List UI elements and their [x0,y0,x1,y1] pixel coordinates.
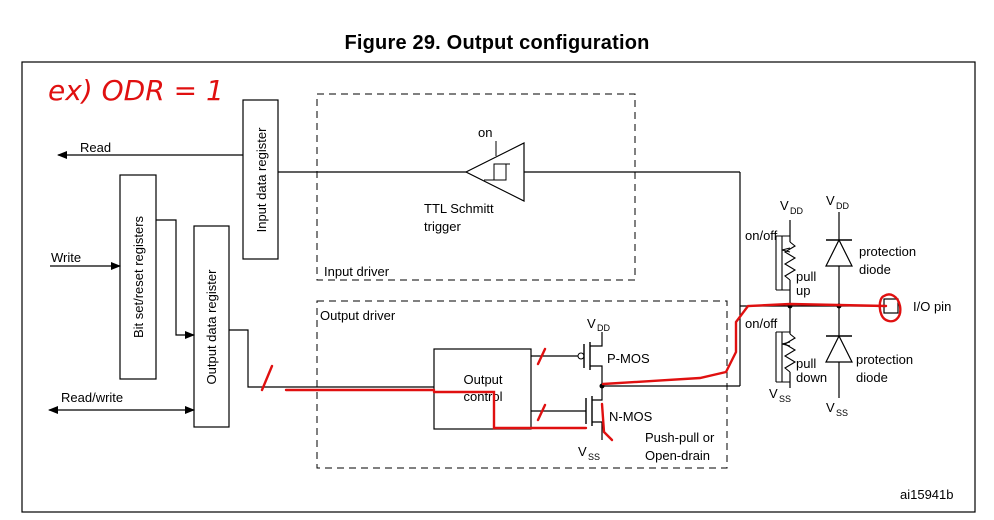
schmitt-label-2: trigger [424,219,462,234]
pulldown-vss-main: V [769,386,778,401]
pulldown-label-2: down [796,370,827,385]
input-data-register [242,99,279,260]
output-control-label-1: Output [463,372,502,387]
hysteresis-icon [484,163,510,181]
pull-down-resistor [775,306,797,388]
read-label: Read [80,140,111,155]
io-pin-label: I/O pin [913,299,951,314]
nmos-label: N-MOS [609,409,653,424]
pmos-vdd-main: V [587,316,596,331]
bsrr-to-odr-wire [156,219,195,339]
red-control-path [432,390,588,430]
nmos-vss-sub: SS [588,452,600,462]
red-tick-nmos [536,403,547,422]
diode-vdd-main: V [826,193,835,208]
pullup-label-1: pull [796,269,816,284]
red-nmos-path [600,402,614,442]
mode-label-1: Push-pull or [645,430,715,445]
handwritten-annotation: ex) ODR = 1 [48,74,224,107]
bottom-diode-label-2: diode [856,370,888,385]
pullup-vdd-sub: DD [790,206,803,216]
schmitt-trigger-buffer [464,142,525,202]
mode-label-2: Open-drain [645,448,710,463]
top-diode-label-1: protection [859,244,916,259]
pullup-label-2: up [796,283,810,298]
pulldown-label-1: pull [796,356,816,371]
pullup-vdd-main: V [780,198,789,213]
red-output-path [601,302,888,386]
diode-vss-sub: SS [836,408,848,418]
bit-set-reset-label: Bit set/reset registers [131,215,146,338]
pulldown-onoff-label: on/off [745,316,778,331]
top-protection-diode [825,212,853,306]
output-driver-box [316,300,728,469]
diode-vss-main: V [826,400,835,415]
schmitt-on-label: on [478,125,492,140]
bottom-protection-diode [825,306,853,398]
input-driver-label: Input driver [324,264,390,279]
pulldown-vss-sub: SS [779,394,791,404]
pullup-onoff-label: on/off [745,228,778,243]
bottom-diode-label-1: protection [856,352,913,367]
odr-to-control-wire [229,329,434,388]
red-tick-pmos [536,347,547,366]
write-label: Write [51,250,81,265]
diode-vdd-sub: DD [836,201,849,211]
bit-set-reset-registers [119,174,157,380]
output-data-register-label: Output data register [204,269,219,385]
schmitt-label-1: TTL Schmitt [424,201,494,216]
output-driver-label: Output driver [320,308,396,323]
input-driver-box [316,93,636,281]
pmos-vdd-sub: DD [597,323,610,333]
output-control-block [433,348,532,430]
pmos-label: P-MOS [607,351,650,366]
figure-frame [21,61,976,513]
nmos-transistor [585,386,603,440]
input-data-register-label: Input data register [254,127,269,232]
red-tick-odr [260,364,274,392]
red-io-pin-circle [878,293,902,323]
pull-up-resistor [775,220,797,306]
nmos-vss-main: V [578,444,587,459]
read-write-label: Read/write [61,390,123,405]
figure-title: Figure 29. Output configuration [344,32,650,54]
pmos-transistor [583,332,603,386]
output-data-register [193,225,230,428]
red-annotation-overlay [260,293,902,442]
pmos-gate-bubble [577,352,585,360]
reference-code: ai15941b [900,487,954,502]
top-diode-label-2: diode [859,262,891,277]
